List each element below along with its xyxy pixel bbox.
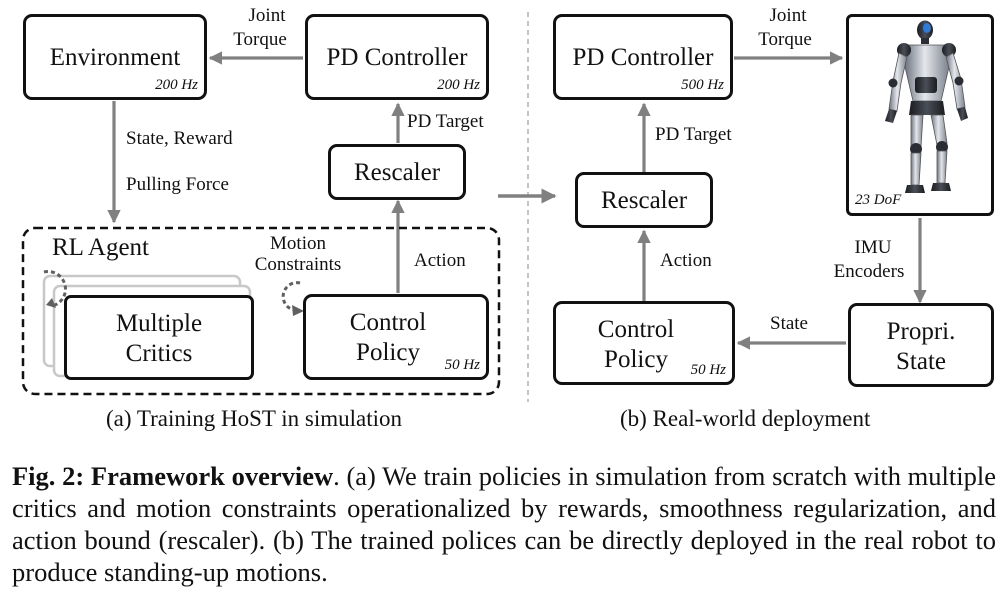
- pd-controller-label-right: PD Controller: [572, 44, 714, 71]
- pd-target-label-left: PD Target: [407, 111, 484, 132]
- environment-box: Environment 200 Hz: [23, 14, 207, 100]
- joint-torque-label-left: Joint Torque: [233, 5, 287, 50]
- rl-agent-label: RL Agent: [52, 234, 149, 261]
- pd-controller-box-left: PD Controller 200 Hz: [305, 14, 489, 100]
- environment-freq: 200 Hz: [155, 77, 198, 93]
- pd-controller-box-right: PD Controller 500 Hz: [553, 14, 733, 100]
- humanoid-robot-image: [885, 20, 968, 193]
- figure-caption: Fig. 2: Framework overview. (a) We train…: [12, 460, 996, 588]
- pd-controller-label: PD Controller: [326, 44, 468, 71]
- joint-torque-label-right: Joint Torque: [758, 5, 812, 50]
- control-policy-label: Control Policy: [349, 309, 427, 366]
- caption-text: . (a) We train policies in simulation fr…: [12, 461, 996, 587]
- state-reward-label: State, Reward: [126, 128, 233, 149]
- multiple-critics-label: Multiple Critics: [115, 310, 203, 367]
- environment-label: Environment: [49, 44, 181, 71]
- control-policy-box-left: Control Policy 50 Hz: [303, 294, 489, 380]
- subcaption-a: (a) Training HoST in simulation: [106, 406, 403, 431]
- motion-constraints-label: Motion Constraints: [254, 233, 342, 275]
- subcaption-b: (b) Real-world deployment: [620, 406, 871, 431]
- control-policy-freq: 50 Hz: [444, 357, 480, 373]
- control-policy-freq-right: 50 Hz: [690, 362, 726, 378]
- rescaler-label-right: Rescaler: [600, 187, 688, 214]
- robot-box: 23 DoF: [846, 14, 994, 216]
- rescaler-box-left: Rescaler: [328, 144, 466, 200]
- rescaler-box-right: Rescaler: [575, 172, 713, 228]
- pd-target-label-right: PD Target: [655, 124, 732, 145]
- state-label-right: State: [770, 313, 808, 334]
- control-policy-box-right: Control Policy 50 Hz: [553, 301, 735, 385]
- rescaler-label: Rescaler: [353, 159, 441, 186]
- multiple-critics-box: Multiple Critics: [64, 295, 254, 380]
- propri-state-label: Propri. State: [886, 318, 956, 375]
- caption-prefix: Fig. 2: Framework overview: [12, 461, 334, 491]
- action-label-right: Action: [660, 250, 712, 271]
- action-label-left: Action: [414, 250, 466, 271]
- loop-icon-critics: [43, 270, 67, 308]
- control-policy-label-right: Control Policy: [597, 316, 675, 373]
- imu-encoders-label: IMU Encoders: [833, 237, 905, 282]
- rl-agent-container: [21, 226, 501, 396]
- propri-state-box: Propri. State: [848, 303, 994, 387]
- pd-controller-freq: 200 Hz: [437, 77, 480, 93]
- pulling-force-label: Pulling Force: [126, 174, 229, 195]
- pd-controller-freq-right: 500 Hz: [681, 77, 724, 93]
- robot-dof: 23 DoF: [855, 192, 902, 208]
- loop-icon-motion-constraints: [281, 281, 304, 316]
